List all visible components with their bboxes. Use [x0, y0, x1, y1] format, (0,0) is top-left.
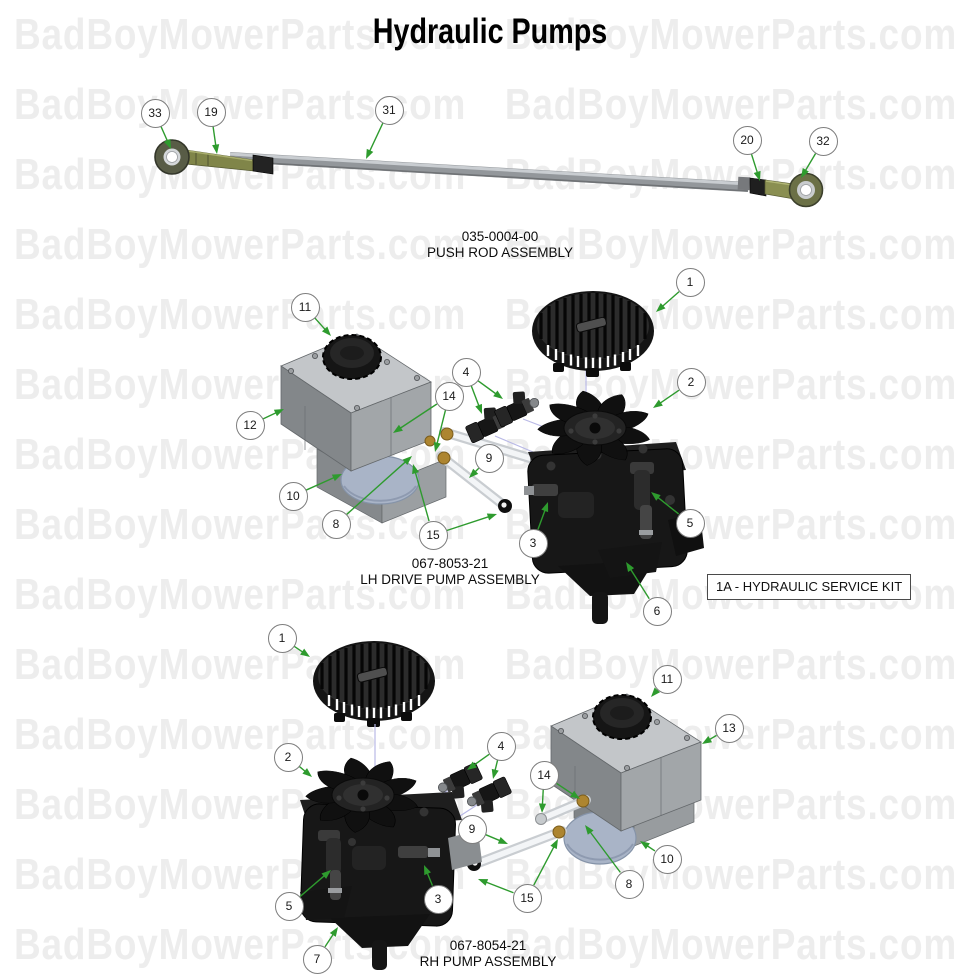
- push-rod-part-name: PUSH ROD ASSEMBLY: [426, 244, 574, 260]
- watermark-text: BadBoyMowerParts.com BadBoyMowerParts.co…: [14, 920, 958, 969]
- lh-pump-part-name: LH DRIVE PUMP ASSEMBLY: [360, 571, 540, 587]
- watermark-text: BadBoyMowerParts.com BadBoyMowerParts.co…: [14, 290, 958, 339]
- watermark-text: BadBoyMowerParts.com BadBoyMowerParts.co…: [14, 850, 958, 899]
- watermark-text: BadBoyMowerParts.com BadBoyMowerParts.co…: [14, 80, 958, 129]
- watermark-text: BadBoyMowerParts.com BadBoyMowerParts.co…: [14, 430, 958, 479]
- watermark-text: BadBoyMowerParts.com BadBoyMowerParts.co…: [14, 710, 958, 759]
- watermark-text: BadBoyMowerParts.com BadBoyMowerParts.co…: [14, 780, 958, 829]
- lh-pump-part-number: 067-8053-21: [411, 556, 489, 571]
- watermark-text: BadBoyMowerParts.com BadBoyMowerParts.co…: [14, 150, 958, 199]
- rh-pump-part-name: RH PUMP ASSEMBLY: [419, 953, 557, 969]
- push-rod-part-number: 035-0004-00: [461, 229, 539, 244]
- lh-pump-label: 067-8053-21 LH DRIVE PUMP ASSEMBLY: [360, 556, 540, 587]
- push-rod-label: 035-0004-00 PUSH ROD ASSEMBLY: [427, 229, 573, 260]
- watermark-text: BadBoyMowerParts.com BadBoyMowerParts.co…: [14, 640, 958, 689]
- service-kit-box: 1A - HYDRAULIC SERVICE KIT: [707, 574, 912, 600]
- watermark-text: BadBoyMowerParts.com BadBoyMowerParts.co…: [14, 220, 958, 269]
- watermark-text: BadBoyMowerParts.com BadBoyMowerParts.co…: [14, 500, 958, 549]
- rh-pump-part-number: 067-8054-21: [449, 938, 527, 953]
- page-title: Hydraulic Pumps: [372, 12, 608, 51]
- watermark-text: BadBoyMowerParts.com BadBoyMowerParts.co…: [14, 360, 958, 409]
- rh-pump-label: 067-8054-21 RH PUMP ASSEMBLY: [420, 938, 557, 969]
- watermark-text: BadBoyMowerParts.com BadBoyMowerParts.co…: [14, 10, 958, 59]
